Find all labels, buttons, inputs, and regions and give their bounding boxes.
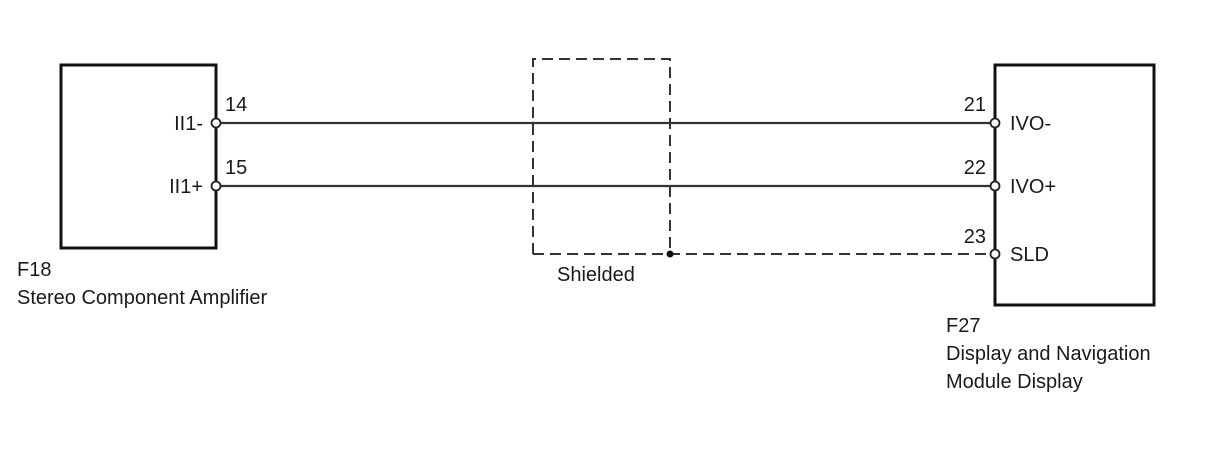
pin-15-circle xyxy=(210,180,222,192)
display-navigation-module-box xyxy=(993,63,1156,307)
pin-number-23: 23 xyxy=(964,226,986,248)
terminal-label-sld: SLD xyxy=(1010,244,1049,266)
pin-14-circle xyxy=(210,117,222,129)
right-component-name-line2: Module Display xyxy=(946,371,1083,393)
pin-number-21: 21 xyxy=(964,94,986,116)
right-component-name-line1: Display and Navigation xyxy=(946,343,1151,365)
terminal-label-ii1-minus: II1- xyxy=(174,113,203,135)
terminal-label-ii1-plus: II1+ xyxy=(169,176,203,198)
terminal-label-ivo-plus: IVO+ xyxy=(1010,176,1056,198)
pin-number-22: 22 xyxy=(964,157,986,179)
terminal-label-ivo-minus: IVO- xyxy=(1010,113,1051,135)
pin-21-circle xyxy=(989,117,1001,129)
stereo-component-amplifier-box xyxy=(59,63,218,250)
left-component-name: Stereo Component Amplifier xyxy=(17,287,267,309)
left-component-code: F18 xyxy=(17,259,51,281)
pin-22-circle xyxy=(989,180,1001,192)
shield-label: Shielded xyxy=(557,264,635,286)
pin-number-15: 15 xyxy=(225,157,247,179)
right-component-code: F27 xyxy=(946,315,980,337)
shield-outline xyxy=(532,58,671,254)
shield-junction-dot xyxy=(666,250,674,258)
pin-23-circle xyxy=(989,248,1001,260)
pin-number-14: 14 xyxy=(225,94,247,116)
